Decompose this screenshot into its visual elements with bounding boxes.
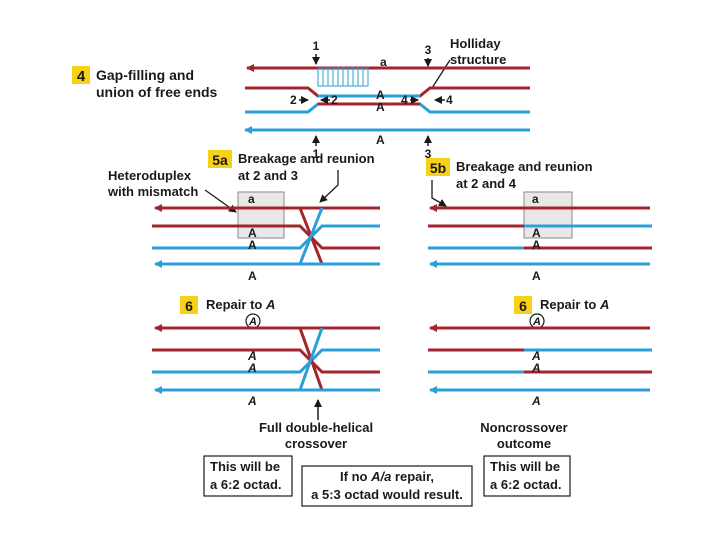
step5a-strand-4-cross bbox=[298, 207, 324, 265]
step5b-allele-A3: A bbox=[532, 269, 541, 283]
step6-left-panel: 6 Repair to A A A A A Full double-helica… bbox=[152, 296, 380, 451]
step6-right-badge: 6 bbox=[519, 298, 527, 314]
step6-left-outcome-line1: Full double-helical bbox=[259, 420, 373, 435]
step5b-badge: 5b bbox=[430, 160, 446, 176]
step6-right-title: Repair to A bbox=[540, 297, 609, 312]
step5b-heteroduplex-box bbox=[523, 191, 573, 239]
step5b-allele-A1: A bbox=[532, 226, 541, 240]
step5b-allele-A2: A bbox=[532, 238, 541, 252]
step5b-panel: 5b Breakage and reunion at 2 and 4 a A A… bbox=[426, 158, 652, 283]
step5a-title-line1: Breakage and reunion bbox=[238, 151, 375, 166]
step6-right-allele-A1: A bbox=[531, 349, 541, 363]
step4-marker-1-top: 1 bbox=[313, 39, 320, 53]
step5a-panel: 5a Breakage and reunion at 2 and 3 Heter… bbox=[107, 150, 380, 283]
step6-right-badge-bg bbox=[514, 296, 532, 314]
step5b-title-line1: Breakage and reunion bbox=[456, 159, 593, 174]
step6-left-outcome-line2: crossover bbox=[285, 436, 347, 451]
step4-marker-3-bottom: 3 bbox=[425, 147, 432, 161]
gap-fill-hatch bbox=[317, 67, 369, 87]
step6-left-badge: 6 bbox=[185, 298, 193, 314]
step6-left-allele-circled: A bbox=[248, 316, 257, 328]
step6-left-allele-A3: A bbox=[247, 394, 257, 408]
step4-allele-A2: A bbox=[376, 100, 385, 114]
holliday-label-line2: structure bbox=[450, 52, 506, 67]
step6-right-outcome-line2: outcome bbox=[497, 436, 551, 451]
box-middle-line2: a 5:3 octad would result. bbox=[311, 487, 463, 502]
holliday-label-line1: Holliday bbox=[450, 36, 501, 51]
box-left-line2: a 6:2 octad. bbox=[210, 477, 282, 492]
step4-title-line2: union of free ends bbox=[96, 84, 218, 100]
step4-marker-4-right: 4 bbox=[446, 93, 453, 107]
step4-marker-1-bottom: 1 bbox=[313, 147, 320, 161]
step6-left-title: Repair to A bbox=[206, 297, 275, 312]
step5b-pointer bbox=[431, 180, 447, 207]
step4-badge-bg bbox=[72, 66, 90, 84]
step5a-allele-A3: A bbox=[248, 269, 257, 283]
step5a-allele-A1: A bbox=[248, 226, 257, 240]
heteroduplex-label-line1: Heteroduplex bbox=[108, 168, 192, 183]
step5a-pointer bbox=[319, 170, 339, 203]
step4-marker-2-right: 2 bbox=[331, 93, 338, 107]
step6-left-strand-3 bbox=[152, 348, 380, 374]
step5a-badge: 5a bbox=[212, 152, 228, 168]
box-right-line2: a 6:2 octad. bbox=[490, 477, 562, 492]
step6-left-strand-4-cross bbox=[298, 327, 324, 391]
box-middle-line1: If no A/a repair, bbox=[340, 469, 434, 484]
step4-panel: 4 Gap-filling and union of free ends Hol… bbox=[72, 36, 530, 161]
step5a-title-line2: at 2 and 3 bbox=[238, 168, 298, 183]
step6-left-allele-A2: A bbox=[247, 361, 257, 375]
box-right-line1: This will be bbox=[490, 459, 560, 474]
step4-allele-a: a bbox=[380, 55, 387, 69]
step4-badge: 4 bbox=[77, 68, 86, 85]
holliday-pointer bbox=[431, 59, 451, 89]
step6-left-strand-2 bbox=[152, 348, 380, 374]
box-left-line1: This will be bbox=[210, 459, 280, 474]
step5b-title-line2: at 2 and 4 bbox=[456, 176, 517, 191]
step4-marker-4-left: 4 bbox=[401, 93, 408, 107]
heteroduplex-label-line2: with mismatch bbox=[107, 184, 198, 199]
step5a-allele-A2: A bbox=[248, 238, 257, 252]
step5b-badge-bg bbox=[426, 158, 450, 176]
step6-right-allele-A3: A bbox=[531, 394, 541, 408]
box-right bbox=[483, 455, 571, 497]
step5b-allele-a: a bbox=[532, 192, 539, 206]
box-middle bbox=[301, 465, 473, 507]
step5a-allele-a: a bbox=[248, 192, 255, 206]
box-left bbox=[203, 455, 293, 497]
step4-marker-3-top: 3 bbox=[425, 43, 432, 57]
step6-left-badge-bg bbox=[180, 296, 198, 314]
step4-title-line1: Gap-filling and bbox=[96, 67, 194, 83]
step6-left-allele-A1: A bbox=[247, 349, 257, 363]
step4-allele-A1: A bbox=[376, 88, 385, 102]
step4-marker-2-left: 2 bbox=[290, 93, 297, 107]
step5a-heteroduplex-box bbox=[237, 191, 285, 239]
step6-right-panel: 6 Repair to A A A A A Noncrossover outco… bbox=[428, 296, 652, 451]
step6-right-outcome-line1: Noncrossover bbox=[480, 420, 567, 435]
octad-boxes: This will be a 6:2 octad. If no A/a repa… bbox=[203, 455, 571, 507]
step6-right-allele-A2: A bbox=[531, 361, 541, 375]
step5a-badge-bg bbox=[208, 150, 232, 168]
step6-right-allele-circled: A bbox=[532, 316, 541, 328]
step4-allele-A3: A bbox=[376, 133, 385, 147]
